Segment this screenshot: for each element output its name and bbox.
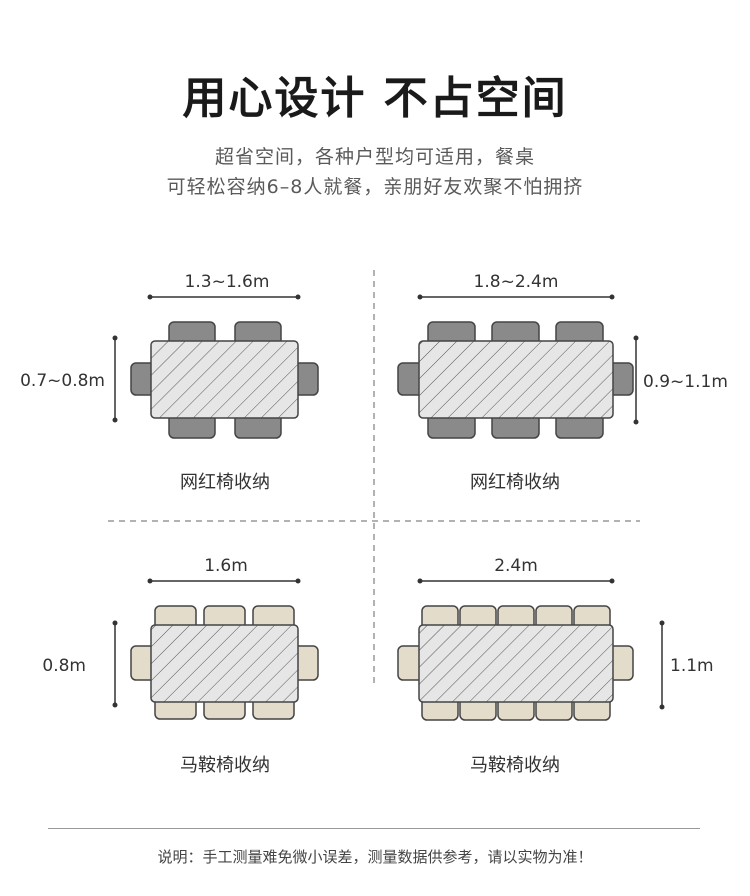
depth-label: 0.8m bbox=[42, 656, 86, 676]
depth-label: 1.1m bbox=[670, 656, 714, 676]
width-label: 1.6m bbox=[204, 556, 248, 576]
panel-top-right: 1.8~2.4m 0.9~1.1m 网红椅收纳 bbox=[397, 272, 728, 493]
subtitle-line-2: 可轻松容纳6–8人就餐，亲朋好友欢聚不怕拥挤 bbox=[166, 176, 584, 198]
page-title: 用心设计 不占空间 bbox=[182, 73, 568, 124]
panel-caption: 马鞍椅收纳 bbox=[180, 755, 270, 776]
depth-label: 0.9~1.1m bbox=[643, 372, 728, 392]
panel-bottom-left: 1.6m 0.8m 马鞍椅收纳 bbox=[42, 556, 319, 776]
depth-label: 0.7~0.8m bbox=[20, 371, 105, 391]
panel-bottom-right: 2.4m 1.1m 马鞍椅收纳 bbox=[397, 556, 714, 776]
table-top bbox=[418, 624, 614, 703]
table-top bbox=[418, 340, 614, 419]
table-top bbox=[150, 624, 299, 703]
footer-note: 说明：手工测量难免微小误差，测量数据供参考，请以实物为准！ bbox=[157, 848, 593, 866]
subtitle-line-1: 超省空间，各种户型均可适用，餐桌 bbox=[214, 146, 535, 168]
panel-caption: 网红椅收纳 bbox=[470, 472, 560, 493]
panel-caption: 马鞍椅收纳 bbox=[470, 755, 560, 776]
width-label: 1.3~1.6m bbox=[185, 272, 270, 292]
panel-caption: 网红椅收纳 bbox=[180, 472, 270, 493]
panel-top-left: 1.3~1.6m 0.7~0.8m 网红椅收纳 bbox=[20, 272, 319, 493]
width-label: 1.8~2.4m bbox=[474, 272, 559, 292]
table-top bbox=[150, 340, 299, 419]
footer-divider bbox=[48, 828, 700, 829]
width-label: 2.4m bbox=[494, 556, 538, 576]
